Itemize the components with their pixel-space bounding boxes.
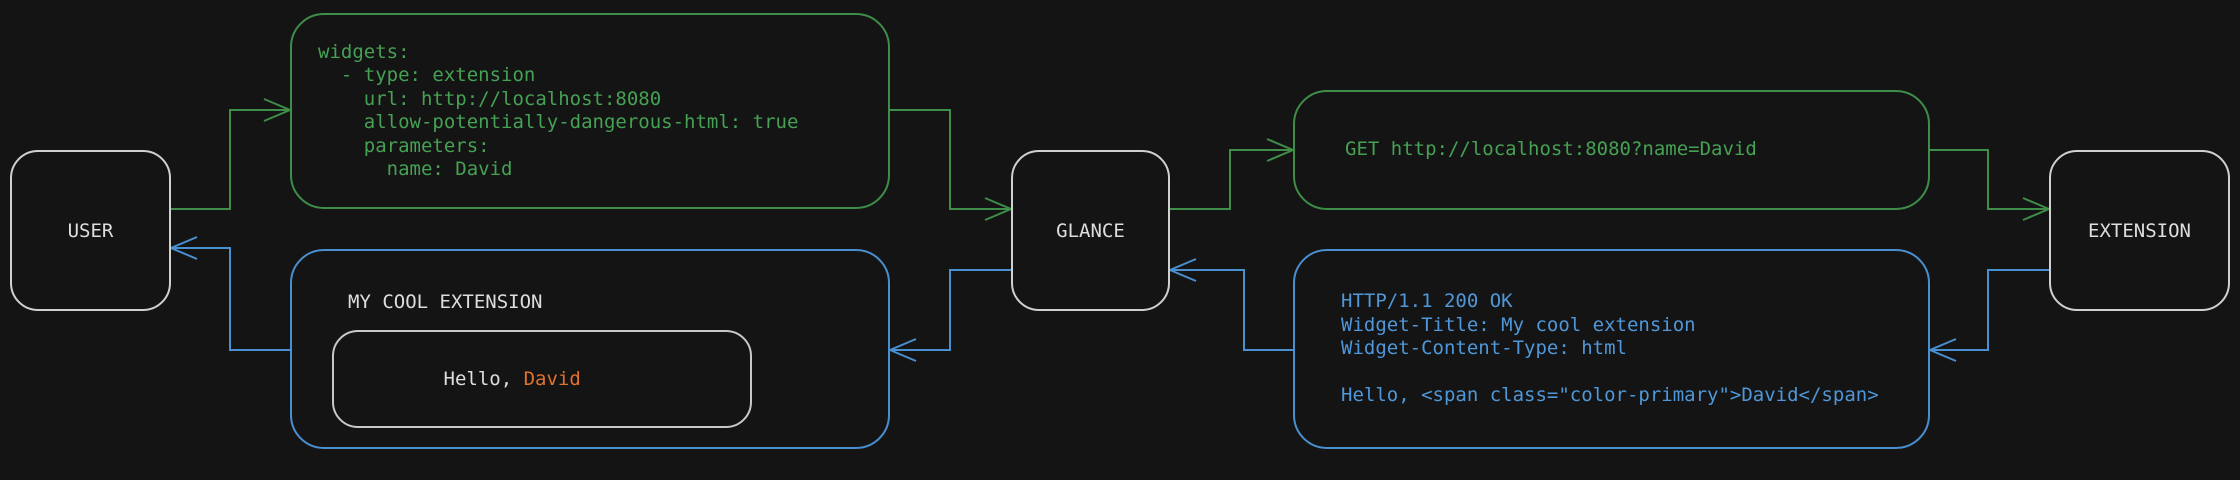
config-yaml-code: widgets: - type: extension url: http://l… (318, 40, 799, 181)
node-user-label: USER (67, 219, 114, 242)
node-glance: GLANCE (1011, 150, 1170, 311)
arrow-glance-to-widget (887, 269, 1011, 362)
http-request-box: GET http://localhost:8080?name=David (1293, 90, 1930, 210)
greeting-prefix: Hello, (443, 368, 524, 390)
config-yaml-box: widgets: - type: extension url: http://l… (290, 13, 890, 209)
widget-greeting: Hello, David (334, 346, 581, 412)
node-user: USER (10, 150, 171, 311)
arrow-config-to-glance (890, 109, 1014, 221)
http-response-box: HTTP/1.1 200 OK Widget-Title: My cool ex… (1293, 249, 1930, 449)
http-request-code: GET http://localhost:8080?name=David (1345, 138, 1757, 161)
arrow-extension-to-response (1927, 269, 2049, 362)
arrow-widget-to-user (168, 236, 290, 351)
arrow-user-to-config (171, 98, 293, 210)
widget-inner-frame: Hello, David (332, 330, 752, 428)
node-glance-label: GLANCE (1056, 219, 1125, 242)
http-response-code: HTTP/1.1 200 OK Widget-Title: My cool ex… (1341, 290, 1879, 407)
arrow-glance-to-request (1170, 138, 1296, 210)
widget-title: MY COOL EXTENSION (348, 291, 543, 313)
widget-render-box: MY COOL EXTENSION Hello, David (290, 249, 890, 449)
node-extension: EXTENSION (2049, 150, 2230, 311)
arrow-response-to-glance (1167, 258, 1293, 351)
greeting-name: David (523, 368, 581, 390)
arrow-request-to-extension (1930, 149, 2052, 221)
node-extension-label: EXTENSION (2088, 219, 2191, 242)
